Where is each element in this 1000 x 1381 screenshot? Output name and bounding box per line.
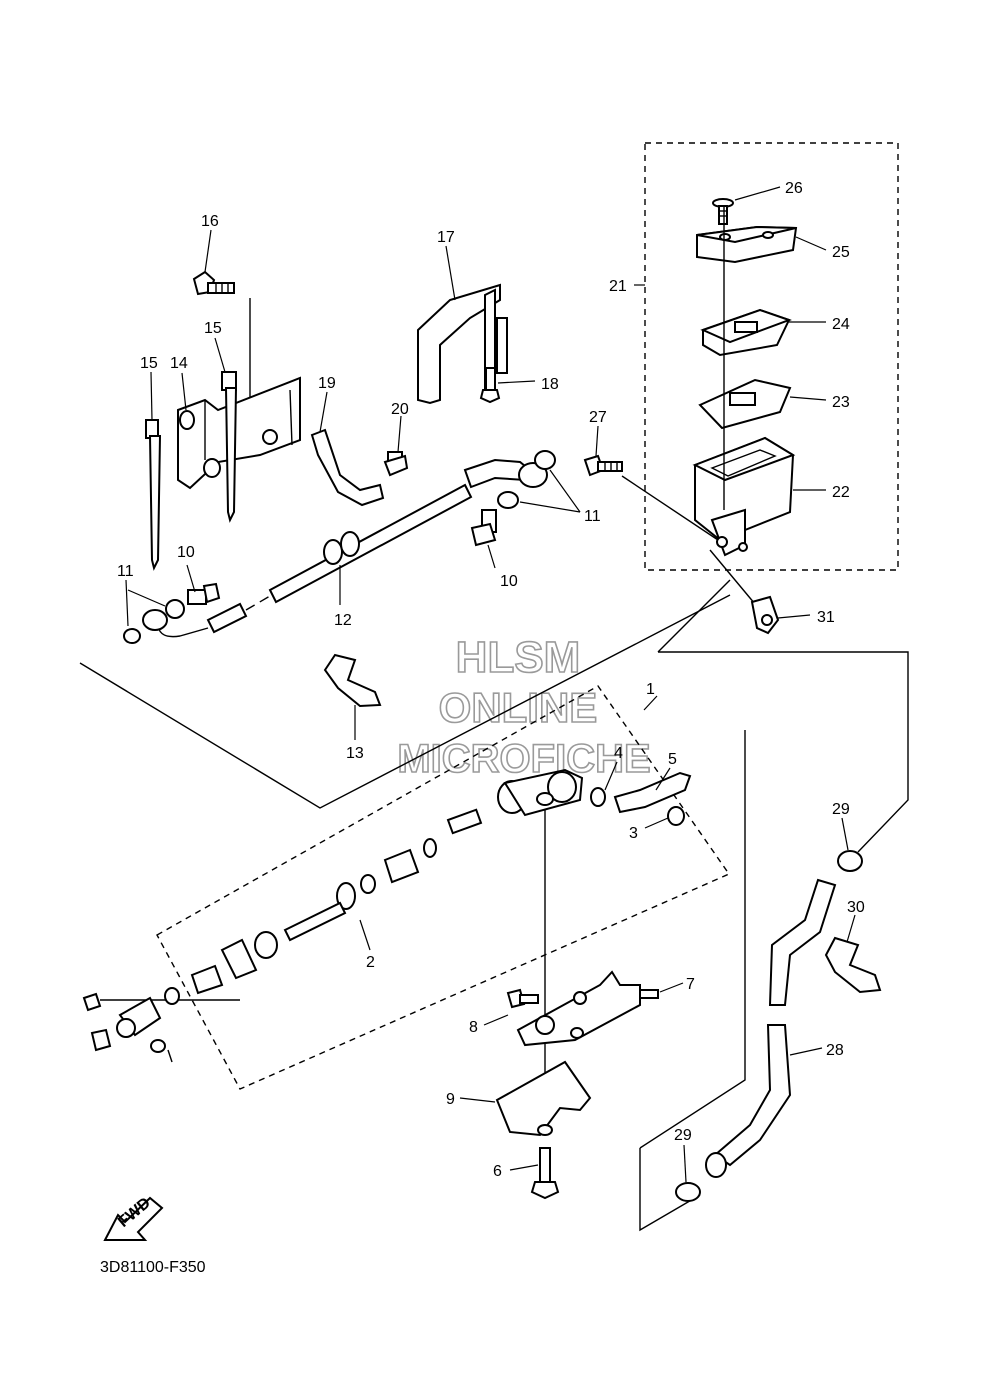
callout-19: 19 bbox=[318, 375, 336, 392]
diaphragm-plate-icon bbox=[700, 308, 792, 357]
catalog-code: 3D81100-F350 bbox=[100, 1259, 206, 1276]
reservoir-body-icon bbox=[692, 436, 796, 557]
bolt-8-icon bbox=[506, 988, 539, 1009]
callout-1: 1 bbox=[646, 681, 655, 698]
callout-20: 20 bbox=[391, 401, 409, 418]
guard-9-icon bbox=[495, 1060, 592, 1137]
callout-15-left: 15 bbox=[140, 355, 158, 372]
washer-11-upper-icon bbox=[534, 450, 556, 470]
clamp-13-icon bbox=[323, 653, 382, 708]
hose-clip-29-upper-icon bbox=[837, 850, 863, 872]
bolt-6-icon bbox=[530, 1147, 560, 1200]
callout-22: 22 bbox=[832, 484, 850, 501]
callout-21: 21 bbox=[609, 278, 627, 295]
callout-5: 5 bbox=[668, 751, 677, 768]
o-ring-4-icon bbox=[590, 787, 606, 807]
callout-23: 23 bbox=[832, 394, 850, 411]
grommet-12-icon bbox=[323, 531, 360, 565]
washer-11-left-icon bbox=[123, 628, 141, 644]
callout-3: 3 bbox=[629, 825, 638, 842]
reservoir-assembly bbox=[583, 198, 798, 611]
callout-11-left: 11 bbox=[117, 563, 134, 580]
washer-11-lower-icon bbox=[497, 491, 519, 509]
reservoir-group-box bbox=[644, 142, 899, 571]
mount-plate-7-icon bbox=[516, 970, 659, 1047]
reservoir-hose-icon bbox=[705, 878, 837, 1178]
washer-11-mid-icon bbox=[165, 599, 185, 619]
callout-29-upper: 29 bbox=[832, 801, 850, 818]
callout-11-right: 11 bbox=[584, 508, 601, 525]
clamp-30-icon bbox=[824, 936, 882, 994]
diaphragm-icon bbox=[698, 378, 792, 430]
mount-bracket-assembly bbox=[177, 376, 301, 490]
bolt-20-icon bbox=[383, 451, 409, 477]
screw-26-icon bbox=[712, 198, 734, 225]
callout-17: 17 bbox=[437, 229, 455, 246]
callout-labels: 1 2 3 4 5 6 7 8 9 10 10 11 11 12 13 14 1… bbox=[117, 180, 865, 1180]
callout-28: 28 bbox=[826, 1042, 844, 1059]
callout-7: 7 bbox=[686, 976, 695, 993]
fitting-5-icon bbox=[613, 771, 692, 814]
callout-6: 6 bbox=[493, 1163, 502, 1180]
callout-26: 26 bbox=[785, 180, 803, 197]
fwd-arrow-icon: FWD bbox=[103, 1194, 164, 1241]
reservoir-cap-icon bbox=[696, 225, 798, 264]
callout-2: 2 bbox=[366, 954, 375, 971]
watermark-line-3: MICROFICHE bbox=[397, 737, 650, 781]
callout-31: 31 bbox=[817, 609, 835, 626]
union-bolt-10-right-icon bbox=[470, 509, 497, 547]
callout-14: 14 bbox=[170, 355, 188, 372]
callout-18: 18 bbox=[541, 376, 559, 393]
callout-12: 12 bbox=[334, 612, 352, 629]
pushrod-clevis-icon bbox=[82, 987, 180, 1063]
callout-29-lower: 29 bbox=[674, 1127, 692, 1144]
watermark-line-1: HLSM bbox=[456, 633, 581, 682]
callout-25: 25 bbox=[832, 244, 850, 261]
callout-27: 27 bbox=[589, 409, 607, 426]
bracket-19-icon bbox=[310, 428, 385, 507]
callout-24: 24 bbox=[832, 316, 850, 333]
cable-tie-right-icon bbox=[221, 371, 238, 523]
callout-leaders bbox=[125, 186, 856, 1183]
master-cylinder-body-icon bbox=[497, 768, 584, 817]
callout-4: 4 bbox=[614, 745, 623, 762]
watermark: HLSM ONLINE MICROFICHE bbox=[397, 632, 652, 782]
connection-lines bbox=[79, 298, 909, 1232]
union-bolt-10-left-icon bbox=[187, 582, 221, 605]
cable-tie-left-icon bbox=[145, 419, 162, 571]
callout-9: 9 bbox=[446, 1091, 455, 1108]
callout-10-right: 10 bbox=[500, 573, 518, 590]
bolt-18-icon bbox=[479, 367, 501, 404]
callout-15-right: 15 bbox=[204, 320, 222, 337]
hose-clip-29-lower-icon bbox=[675, 1182, 701, 1202]
bolt-27-icon bbox=[583, 454, 623, 477]
callout-30: 30 bbox=[847, 899, 865, 916]
watermark-line-2: ONLINE bbox=[439, 684, 598, 731]
callout-13: 13 bbox=[346, 745, 364, 762]
piston-parts-2-icon bbox=[190, 808, 483, 995]
circlip-3-icon bbox=[667, 806, 685, 826]
callout-16: 16 bbox=[201, 213, 219, 230]
brake-hose-icon bbox=[142, 458, 548, 638]
callout-8: 8 bbox=[469, 1019, 478, 1036]
bolt-16-icon bbox=[192, 270, 235, 296]
clip-31-icon bbox=[750, 595, 780, 635]
callout-10-left: 10 bbox=[177, 544, 195, 561]
